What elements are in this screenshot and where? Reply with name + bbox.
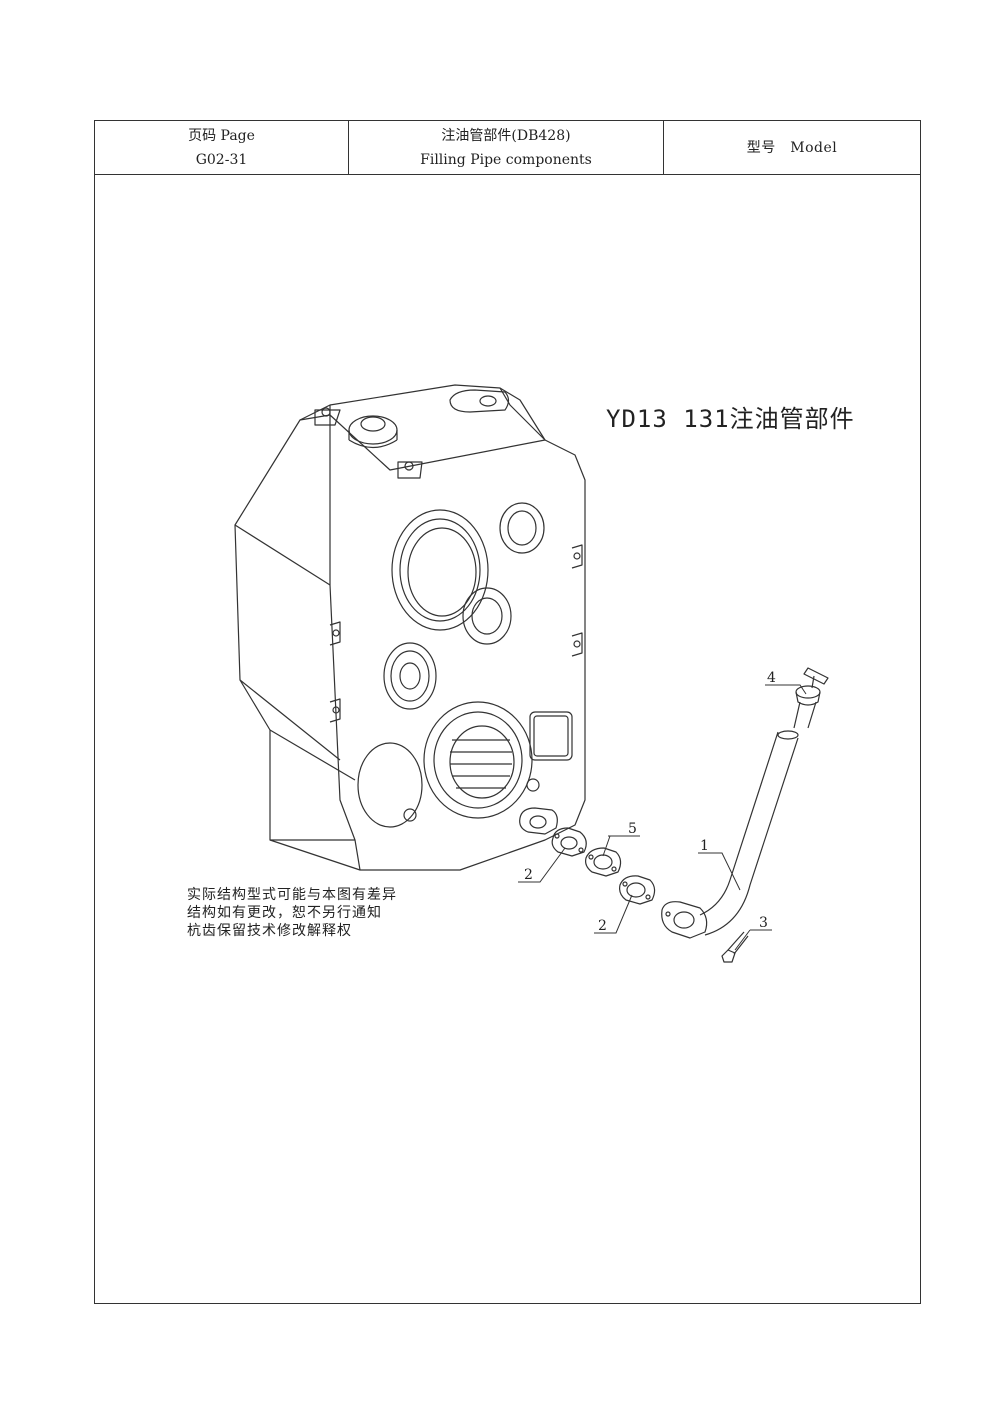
- leader-line-2a: [518, 847, 566, 883]
- gasket-part-2-upper: [551, 827, 587, 857]
- model-label: 型号 Model: [746, 139, 838, 156]
- filling-pipe-part-1: [661, 730, 799, 939]
- callout-5: 5: [628, 821, 637, 837]
- page-frame: 页码 Page G02-31 注油管部件(DB428) Filling Pipe…: [94, 120, 921, 1304]
- callout-2a: 2: [524, 867, 533, 883]
- leader-line-4: [765, 684, 807, 695]
- page-number: G02-31: [195, 151, 248, 168]
- model-cell: 型号 Model: [664, 121, 920, 174]
- disclaimer-note: 实际结构型式可能与本图有差异 结构如有更改，恕不另行通知 杭齿保留技术修改解释权: [187, 886, 397, 940]
- callout-2b: 2: [598, 918, 607, 934]
- drawing-title: YD13 131注油管部件: [606, 405, 855, 433]
- breather-cap-part-4: [793, 667, 829, 729]
- title-english: Filling Pipe components: [420, 151, 592, 168]
- leader-line-3: [734, 929, 772, 951]
- note-line-2: 结构如有更改，恕不另行通知: [187, 905, 382, 921]
- gasket-part-2-lower: [619, 875, 656, 905]
- title-cell: 注油管部件(DB428) Filling Pipe components: [349, 121, 664, 174]
- page-label: 页码 Page: [188, 127, 255, 144]
- note-line-3: 杭齿保留技术修改解释权: [187, 923, 352, 939]
- leader-line-5: [602, 835, 640, 857]
- leader-line-1: [698, 852, 741, 891]
- note-line-1: 实际结构型式可能与本图有差异: [187, 887, 397, 903]
- title-chinese: 注油管部件(DB428): [441, 127, 571, 144]
- callout-3: 3: [759, 915, 768, 931]
- page-cell: 页码 Page G02-31: [95, 121, 349, 174]
- bolt-part-3: [721, 931, 749, 963]
- callout-4: 4: [767, 670, 776, 686]
- flange-part-5: [585, 847, 622, 877]
- gearbox-housing-illustration: [234, 384, 586, 871]
- callout-1: 1: [700, 838, 709, 854]
- title-block: 页码 Page G02-31 注油管部件(DB428) Filling Pipe…: [95, 121, 920, 175]
- leader-line-2b: [594, 894, 633, 934]
